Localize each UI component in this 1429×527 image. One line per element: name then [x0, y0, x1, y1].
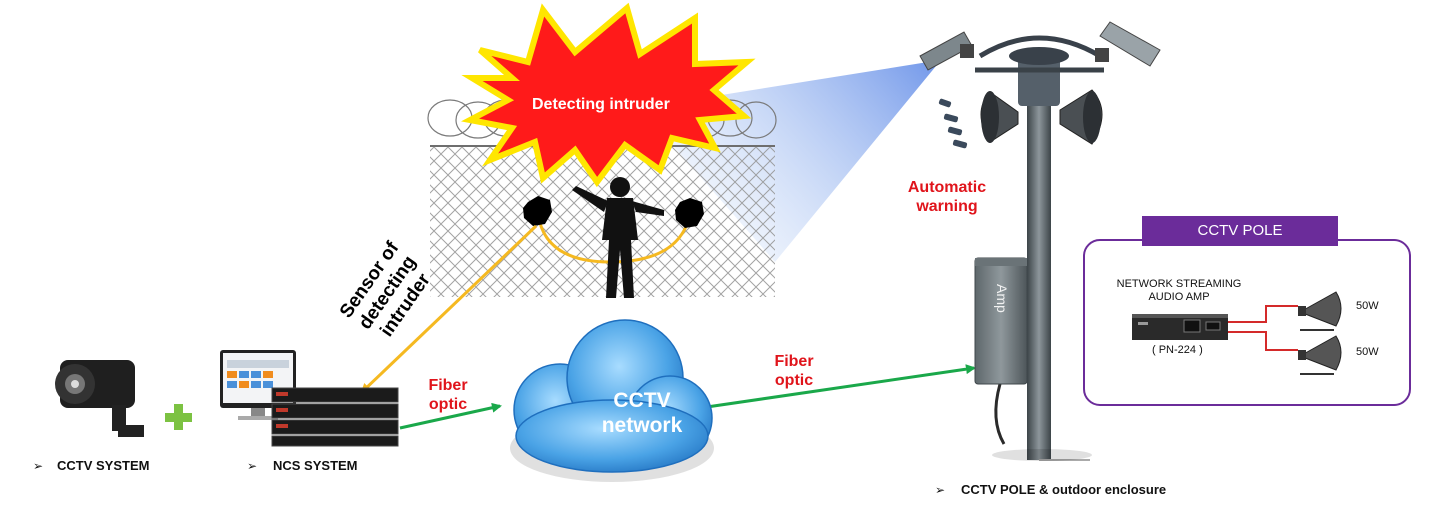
sensor-left-icon [523, 196, 552, 226]
cctv-camera-icon [55, 360, 144, 437]
fiber-right-line-1: Fiber [774, 353, 814, 370]
fiber-optic-left-label: Fiber optic [418, 376, 478, 414]
alert-label: Detecting intruder [532, 96, 670, 113]
fiber-ncs-to-cloud-arrow [399, 402, 502, 430]
speaker-top-wattage: 50W [1356, 300, 1379, 312]
network-amp-icon [1132, 314, 1228, 340]
bullet-cctv: ➢ [33, 459, 43, 473]
pole-box-title: CCTV POLE [1197, 222, 1283, 239]
intruder-silhouette [572, 177, 664, 298]
cloud-label: CCTV network [592, 388, 692, 438]
speaker-bottom-wattage: 50W [1356, 346, 1379, 358]
fiber-cloud-to-pole-arrow [699, 364, 976, 410]
plus-icon [165, 404, 192, 430]
pole-detail-box [1083, 216, 1411, 406]
cloud-label-line-2: network [601, 414, 683, 437]
fiber-optic-right-label: Fiber optic [764, 352, 824, 390]
amp-enclosure-label: Amp [994, 284, 1010, 313]
fiber-right-line-2: optic [774, 372, 814, 389]
network-amp-label-line-2: AUDIO AMP [1148, 291, 1210, 303]
speaker-bottom-icon [1298, 335, 1342, 375]
caption-ncs-system: NCS SYSTEM [273, 458, 358, 473]
caption-cctv-pole: CCTV POLE & outdoor enclosure [961, 482, 1167, 497]
speaker-cable [1228, 305, 1298, 351]
alert-starburst [461, 2, 756, 188]
amp-enclosure [974, 257, 1028, 385]
sensor-to-ncs-arrow [360, 224, 538, 394]
fiber-left-line-1: Fiber [428, 377, 468, 394]
caption-cctv-system: CCTV SYSTEM [57, 458, 150, 473]
bullet-pole: ➢ [935, 483, 945, 497]
horn-speaker-right-icon [1059, 89, 1103, 145]
speaker-top-icon [1298, 291, 1342, 331]
bullet-ncs: ➢ [247, 459, 257, 473]
automatic-warning-label: Automatic warning [899, 178, 995, 216]
sound-waves-icon [938, 98, 968, 149]
sensor-right-icon [675, 198, 704, 228]
pole-camera-left-icon [919, 31, 974, 71]
amp-model-label: ( PN-224 ) [1152, 344, 1203, 356]
fiber-left-line-2: optic [428, 396, 468, 413]
network-amp-label: NETWORK STREAMING AUDIO AMP [1104, 278, 1254, 304]
horn-speaker-left-icon [980, 91, 1019, 143]
cctv-network-cloud [510, 319, 714, 482]
ncs-system-icon [220, 350, 399, 447]
cloud-label-line-1: CCTV [613, 389, 671, 412]
network-amp-label-line-1: NETWORK STREAMING [1116, 278, 1242, 290]
automatic-warning-line-1: Automatic [907, 179, 987, 196]
pole-camera-right-icon [1095, 21, 1161, 67]
cctv-pole [975, 35, 1104, 461]
automatic-warning-line-2: warning [916, 198, 978, 215]
